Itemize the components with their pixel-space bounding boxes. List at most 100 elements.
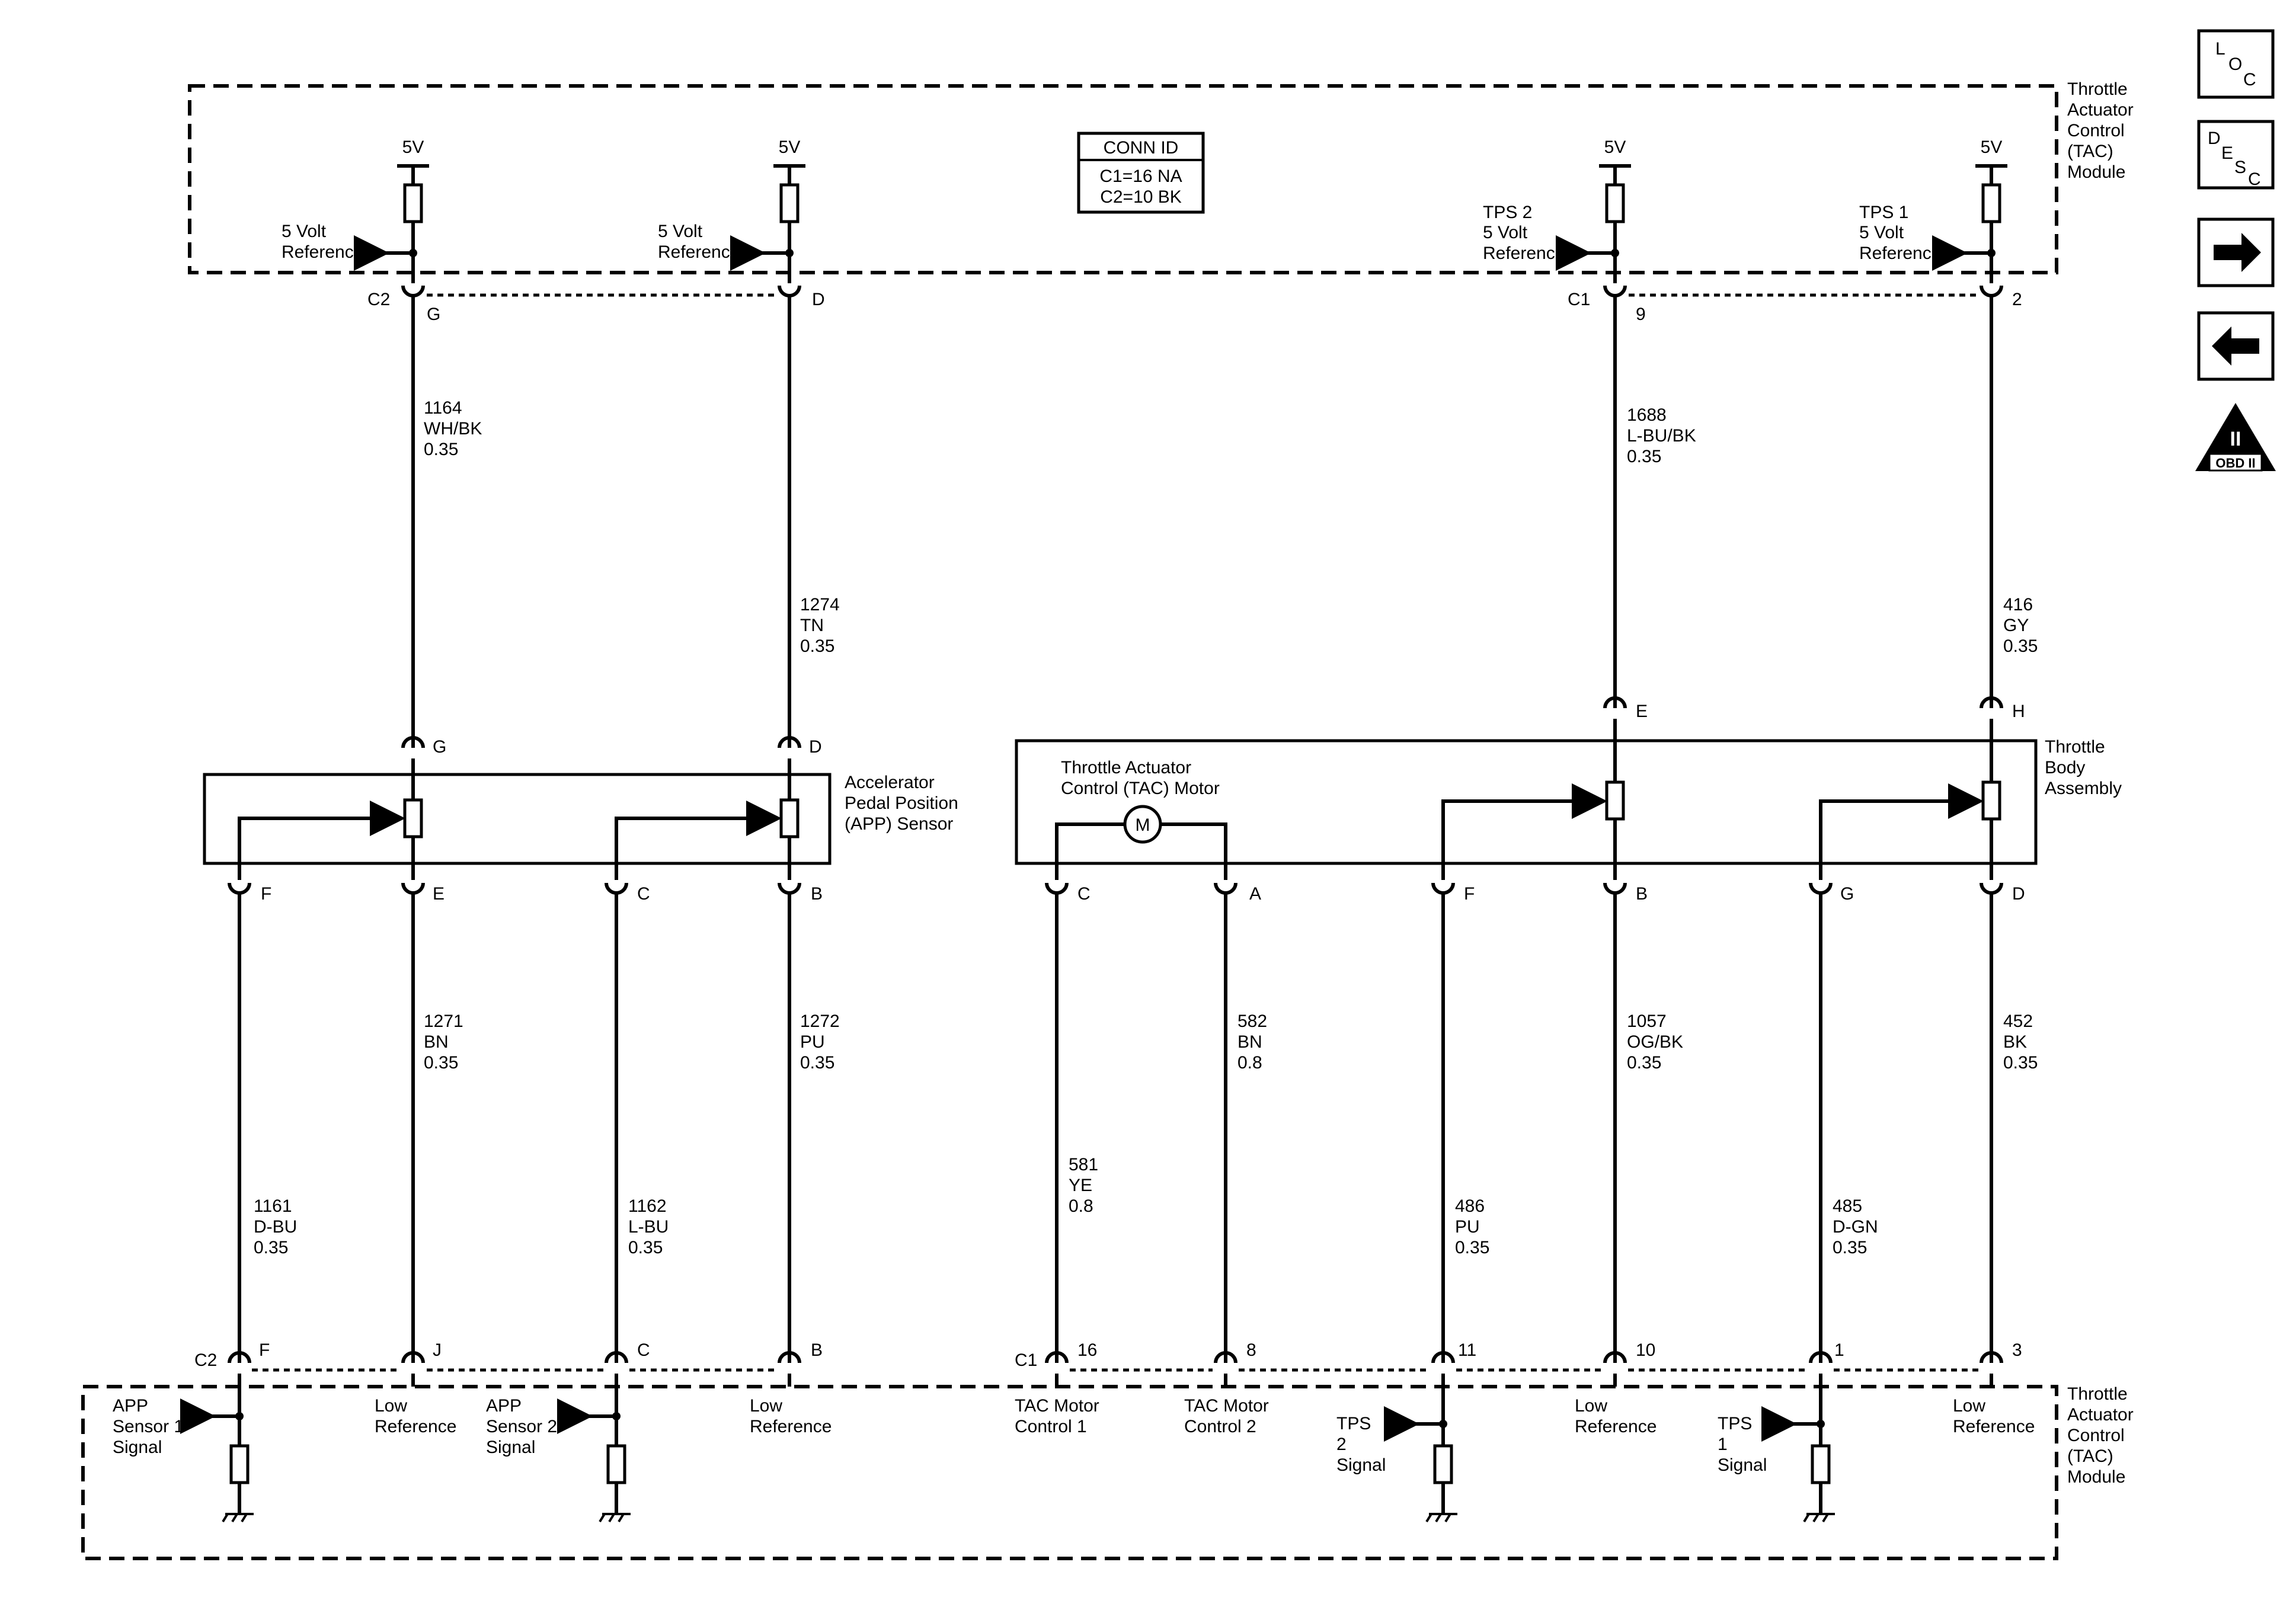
app-sensor: G D Accelerator Pedal Position (APP) Sen…: [203, 736, 958, 904]
wire-label-485: 485 D-GN 0.35: [1833, 1196, 1878, 1257]
svg-text:BN: BN: [424, 1032, 449, 1052]
svg-text:D-GN: D-GN: [1833, 1217, 1878, 1237]
low-reference-4: Low Reference: [1953, 1374, 2035, 1436]
svg-text:C1: C1: [1015, 1350, 1037, 1370]
svg-text:0.35: 0.35: [800, 1053, 834, 1073]
svg-text:582: 582: [1237, 1012, 1267, 1031]
svg-text:1161: 1161: [254, 1196, 292, 1216]
svg-text:II: II: [2230, 428, 2241, 450]
svg-text:0.35: 0.35: [1627, 447, 1661, 466]
svg-text:GY: GY: [2003, 616, 2029, 635]
svg-text:Low: Low: [1575, 1396, 1607, 1416]
svg-text:Low: Low: [1953, 1396, 1985, 1416]
svg-text:Assembly: Assembly: [2045, 779, 2122, 798]
svg-text:F: F: [261, 884, 271, 904]
svg-text:5V: 5V: [779, 137, 801, 157]
svg-text:C1=16 NA: C1=16 NA: [1099, 167, 1182, 186]
top-wire-label-416: 416 GY 0.35: [2003, 595, 2038, 656]
svg-text:TPS: TPS: [1718, 1414, 1752, 1433]
svg-text:1164: 1164: [424, 398, 462, 418]
svg-text:Signal: Signal: [113, 1438, 162, 1457]
svg-text:486: 486: [1455, 1196, 1485, 1216]
svg-text:5 Volt: 5 Volt: [658, 222, 703, 241]
low-reference-1: Low Reference: [375, 1374, 456, 1436]
svg-text:C1: C1: [1568, 290, 1590, 309]
svg-text:5 Volt: 5 Volt: [1483, 223, 1528, 242]
svg-text:Low: Low: [750, 1396, 782, 1416]
svg-text:L-BU: L-BU: [628, 1217, 669, 1237]
svg-text:0.8: 0.8: [1069, 1196, 1093, 1216]
svg-text:D: D: [809, 737, 822, 757]
svg-text:PU: PU: [800, 1032, 825, 1052]
svg-text:G: G: [1840, 884, 1854, 904]
svg-text:E: E: [1636, 702, 1648, 721]
svg-text:2: 2: [1336, 1435, 1347, 1454]
wire-label-581: 581 YE 0.8: [1069, 1155, 1098, 1216]
svg-text:TN: TN: [800, 616, 824, 635]
svg-text:1688: 1688: [1627, 405, 1667, 425]
svg-text:Reference: Reference: [1483, 244, 1565, 263]
top-module-outline: [188, 84, 2058, 274]
obd-ii-icon[interactable]: II OBD II: [2195, 403, 2276, 472]
svg-text:0.35: 0.35: [1833, 1238, 1867, 1257]
svg-text:D: D: [2012, 884, 2025, 904]
svg-text:485: 485: [1833, 1196, 1862, 1216]
svg-text:TAC Motor: TAC Motor: [1015, 1396, 1099, 1416]
svg-text:BK: BK: [2003, 1032, 2027, 1052]
svg-text:M: M: [1136, 815, 1150, 835]
svg-text:1: 1: [1834, 1340, 1844, 1360]
tac-motor-control-2: TAC Motor Control 2: [1184, 1374, 1269, 1436]
svg-text:0.35: 0.35: [800, 636, 834, 656]
svg-text:Reference: Reference: [1953, 1417, 2035, 1436]
svg-text:C2: C2: [367, 290, 390, 309]
app2-signal-circuit: APP Sensor 2 Signal: [486, 1374, 631, 1523]
bottom-module-label: Throttle Actuator Control (TAC) Module: [2067, 1384, 2134, 1487]
svg-text:WH/BK: WH/BK: [424, 419, 482, 438]
svg-text:5 Volt: 5 Volt: [1859, 223, 1904, 242]
svg-text:3: 3: [2012, 1340, 2022, 1360]
svg-text:A: A: [1249, 884, 1261, 904]
svg-text:1271: 1271: [424, 1012, 463, 1031]
svg-text:Sensor 2: Sensor 2: [486, 1417, 557, 1436]
svg-text:8: 8: [1246, 1340, 1256, 1360]
svg-text:Control (TAC) Motor: Control (TAC) Motor: [1061, 779, 1220, 798]
desc-icon[interactable]: D E S C: [2197, 120, 2275, 190]
svg-text:2: 2: [2012, 290, 2022, 309]
svg-text:10: 10: [1636, 1340, 1655, 1360]
conn-id-box: CONN ID C1=16 NA C2=10 BK: [1077, 132, 1205, 214]
svg-text:Throttle Actuator: Throttle Actuator: [1061, 758, 1191, 777]
svg-text:(TAC): (TAC): [2067, 1446, 2113, 1466]
svg-text:Throttle: Throttle: [2067, 1384, 2128, 1404]
svg-text:452: 452: [2003, 1012, 2033, 1031]
svg-text:Signal: Signal: [1336, 1455, 1386, 1475]
wire-label-582: 582 BN 0.8: [1237, 1012, 1267, 1073]
svg-text:H: H: [2012, 702, 2025, 721]
tac-motor-control-1: TAC Motor Control 1: [1015, 1374, 1099, 1436]
app1-signal-circuit: APP Sensor 1 Signal: [113, 1374, 254, 1523]
wire-label-1271: 1271 BN 0.35: [424, 1012, 463, 1073]
svg-text:Actuator: Actuator: [2067, 100, 2134, 120]
forward-arrow-icon[interactable]: [2197, 217, 2275, 287]
svg-text:OG/BK: OG/BK: [1627, 1032, 1683, 1052]
svg-text:0.35: 0.35: [424, 440, 458, 459]
svg-text:B: B: [811, 884, 823, 904]
svg-text:G: G: [427, 305, 440, 324]
svg-text:Sensor 1: Sensor 1: [113, 1417, 184, 1436]
svg-text:Control 1: Control 1: [1015, 1417, 1087, 1436]
svg-text:C: C: [1077, 884, 1091, 904]
svg-text:Reference: Reference: [375, 1417, 456, 1436]
wire-label-1161: 1161 D-BU 0.35: [254, 1196, 297, 1257]
svg-text:Body: Body: [2045, 758, 2085, 777]
svg-text:Module: Module: [2067, 1467, 2125, 1487]
tps1-signal-circuit: TPS 1 Signal: [1718, 1374, 1835, 1523]
svg-text:B: B: [811, 1340, 823, 1360]
svg-text:APP: APP: [113, 1396, 148, 1416]
loc-icon[interactable]: L O C: [2197, 29, 2275, 99]
back-arrow-icon[interactable]: [2197, 311, 2275, 381]
svg-text:Pedal Position: Pedal Position: [845, 793, 958, 813]
svg-text:Reference: Reference: [750, 1417, 832, 1436]
svg-text:5V: 5V: [402, 137, 424, 157]
svg-text:E: E: [2221, 143, 2233, 163]
